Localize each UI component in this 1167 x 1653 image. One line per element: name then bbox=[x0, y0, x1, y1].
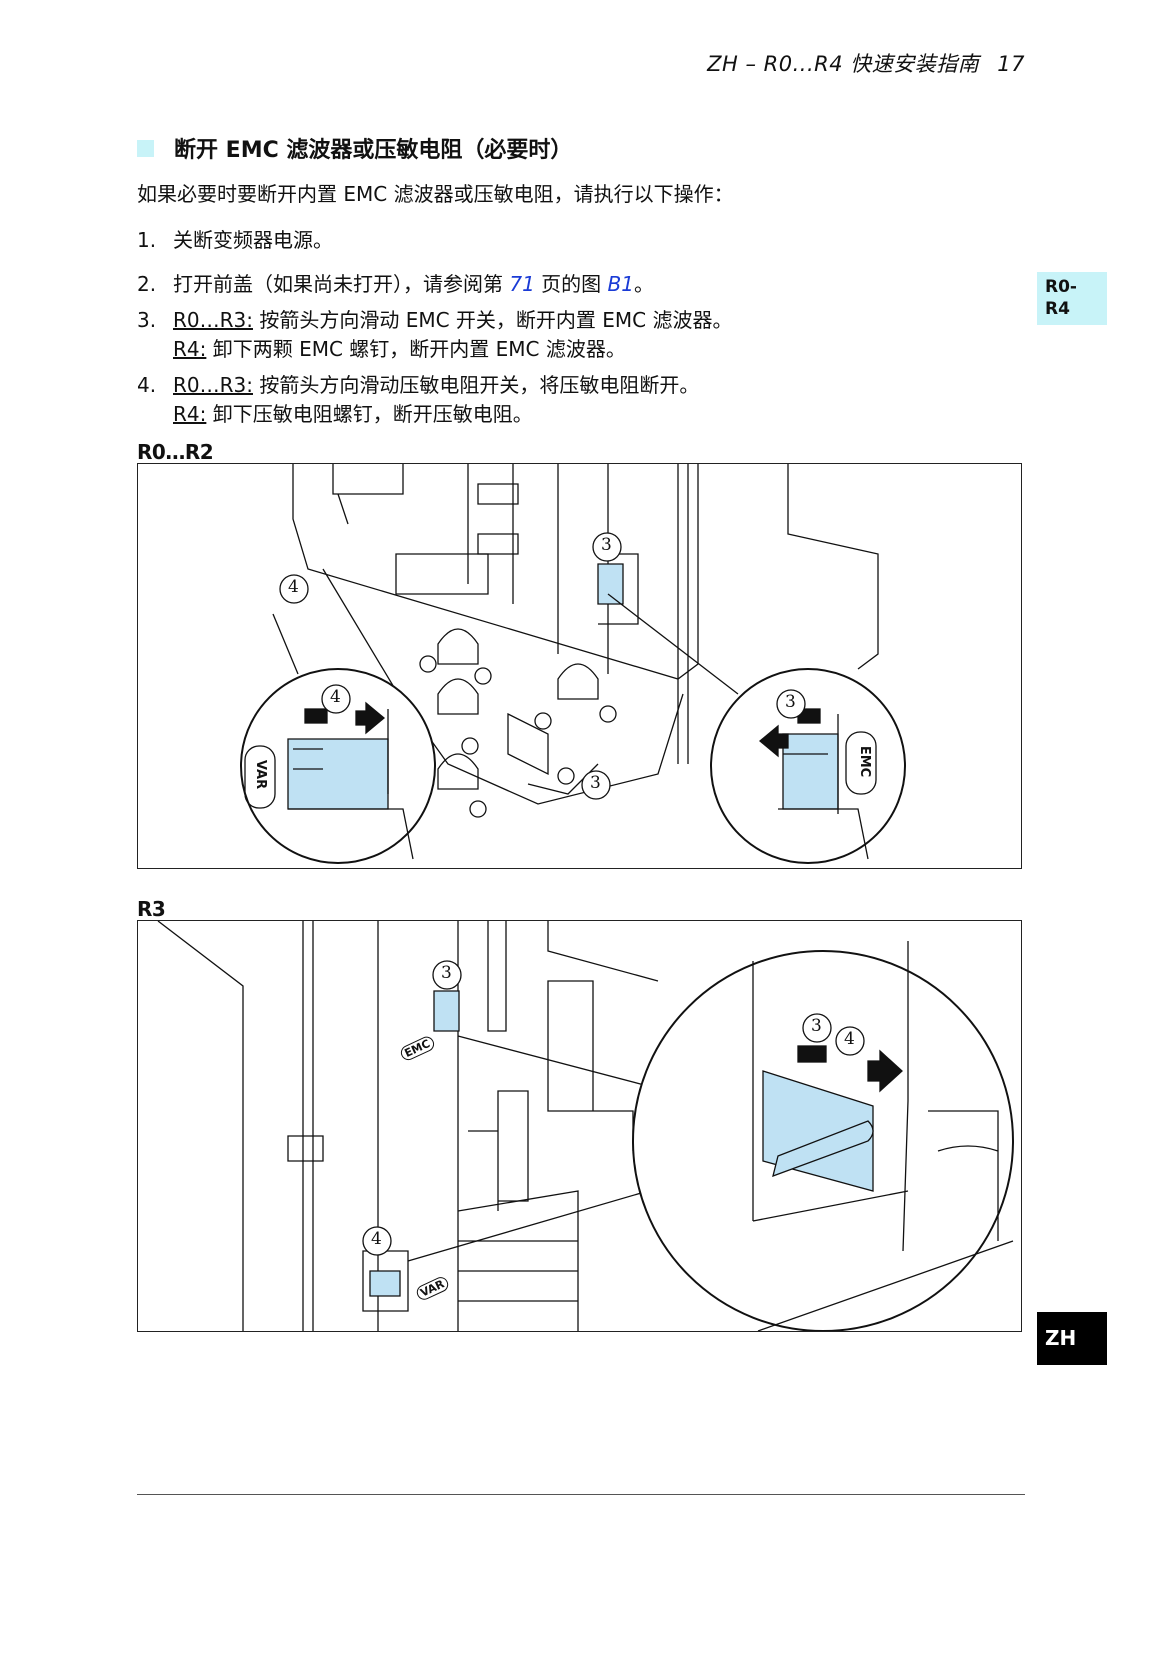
page-header: ZH – R0...R4 快速安装指南 17 bbox=[707, 48, 1025, 78]
figure-r3: 3 3 4 4 EMC VAR bbox=[137, 920, 1022, 1332]
figure-2-label: R3 bbox=[137, 897, 166, 921]
callout-3: 3 bbox=[785, 692, 796, 712]
callout-3: 3 bbox=[601, 535, 612, 555]
callout-3: 3 bbox=[811, 1016, 822, 1036]
section-heading: 断开 EMC 滤波器或压敏电阻（必要时） bbox=[137, 132, 572, 164]
callout-4: 4 bbox=[371, 1229, 382, 1249]
header-title: ZH – R0...R4 快速安装指南 bbox=[707, 52, 980, 76]
drive-illustration bbox=[157, 921, 1014, 1331]
emc-switch-label: EMC bbox=[857, 745, 873, 778]
figure-r0-r2: 4 3 4 3 3 VAR EMC bbox=[137, 463, 1022, 869]
callout-3: 3 bbox=[590, 773, 601, 793]
range-tab: R0-R4 bbox=[1037, 272, 1107, 325]
footer-rule bbox=[137, 1494, 1025, 1495]
callout-4: 4 bbox=[844, 1029, 855, 1049]
page-number: 17 bbox=[997, 52, 1025, 76]
step-4: 4.R0…R3: 按箭头方向滑动压敏电阻开关，将压敏电阻断开。R4: 卸下压敏电… bbox=[137, 373, 700, 426]
language-tab: ZH bbox=[1037, 1312, 1107, 1365]
page-link[interactable]: 71 bbox=[509, 272, 535, 296]
figure-1-label: R0…R2 bbox=[137, 440, 214, 464]
intro-text: 如果必要时要断开内置 EMC 滤波器或压敏电阻，请执行以下操作： bbox=[137, 182, 734, 206]
heading-bullet-icon bbox=[137, 139, 154, 157]
step-2: 2.打开前盖（如果尚未打开），请参阅第 71 页的图 B1。 bbox=[137, 272, 654, 296]
callout-4: 4 bbox=[288, 577, 299, 597]
callout-4: 4 bbox=[330, 687, 341, 707]
step-3: 3.R0…R3: 按箭头方向滑动 EMC 开关，断开内置 EMC 滤波器。R4:… bbox=[137, 308, 733, 361]
drive-illustration bbox=[240, 464, 906, 864]
figure-link[interactable]: B1 bbox=[607, 272, 634, 296]
var-switch-label: VAR bbox=[253, 759, 269, 790]
step-1: 1.关断变频器电源。 bbox=[137, 228, 333, 252]
callout-3: 3 bbox=[441, 963, 452, 983]
section-title: 断开 EMC 滤波器或压敏电阻（必要时） bbox=[174, 138, 573, 163]
